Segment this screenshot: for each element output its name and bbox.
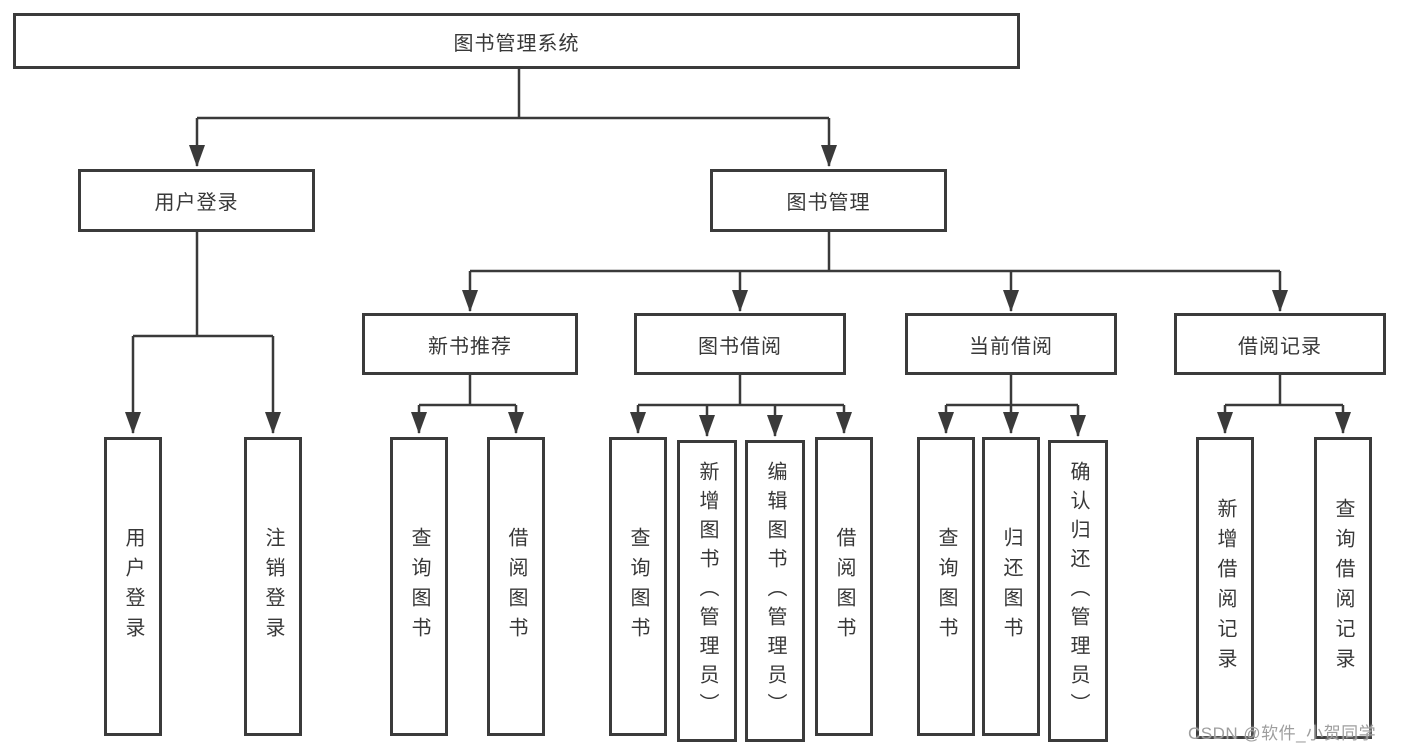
connector-user-login-group <box>125 232 281 434</box>
connector-root-to-level2 <box>189 69 837 167</box>
node-new-book-recommend-label: 新书推荐 <box>428 335 512 358</box>
leaf-borrow-book-recommend-label: 借阅图书 <box>505 526 527 647</box>
leaf-query-book-recommend: 查询图书 <box>390 437 448 736</box>
node-root: 图书管理系统 <box>13 13 1020 69</box>
connector-book-borrow-group <box>630 375 852 437</box>
leaf-return-book-label: 归还图书 <box>1000 526 1022 647</box>
node-current-borrow: 当前借阅 <box>905 313 1117 375</box>
leaf-confirm-return-admin: 确认归还（管理员） <box>1048 440 1108 742</box>
node-user-login-label: 用户登录 <box>154 192 239 214</box>
node-root-label: 图书管理系统 <box>453 32 580 55</box>
connector-new-book-recommend-group <box>411 375 524 434</box>
leaf-query-book-borrow-label: 查询图书 <box>627 526 649 647</box>
node-borrow-records-label: 借阅记录 <box>1238 335 1322 358</box>
node-current-borrow-label: 当前借阅 <box>969 335 1053 358</box>
leaf-user-login: 用户登录 <box>104 437 162 736</box>
connector-borrow-records-group <box>1217 375 1351 434</box>
leaf-query-book-recommend-label: 查询图书 <box>408 526 430 647</box>
leaf-query-book-current: 查询图书 <box>917 437 975 736</box>
connector-book-management-group <box>462 232 1288 312</box>
leaf-confirm-return-admin-label: 确认归还（管理员） <box>1067 460 1089 722</box>
node-borrow-records: 借阅记录 <box>1174 313 1386 375</box>
connector-current-borrow-group <box>938 375 1086 437</box>
leaf-query-book-current-label: 查询图书 <box>935 526 957 647</box>
leaf-user-login-label: 用户登录 <box>122 526 144 647</box>
node-book-borrow-label: 图书借阅 <box>698 335 782 358</box>
leaf-return-book: 归还图书 <box>982 437 1040 736</box>
node-book-management-label: 图书管理 <box>786 192 871 214</box>
node-new-book-recommend: 新书推荐 <box>362 313 578 375</box>
node-user-login: 用户登录 <box>78 169 315 232</box>
leaf-query-borrow-record: 查询借阅记录 <box>1314 437 1372 739</box>
leaf-borrow-book: 借阅图书 <box>815 437 873 736</box>
leaf-add-borrow-record: 新增借阅记录 <box>1196 437 1254 739</box>
leaf-query-borrow-record-label: 查询借阅记录 <box>1332 498 1354 678</box>
leaf-borrow-book-label: 借阅图书 <box>833 526 855 647</box>
leaf-logout-label: 注销登录 <box>262 526 284 647</box>
leaf-add-book-admin-label: 新增图书（管理员） <box>696 460 718 722</box>
leaf-logout: 注销登录 <box>244 437 302 736</box>
watermark: CSDN @软件_小贺同学 <box>1188 724 1377 743</box>
leaf-edit-book-admin-label: 编辑图书（管理员） <box>764 460 786 722</box>
node-book-management: 图书管理 <box>710 169 947 232</box>
leaf-edit-book-admin: 编辑图书（管理员） <box>745 440 805 742</box>
leaf-add-borrow-record-label: 新增借阅记录 <box>1214 498 1236 678</box>
node-book-borrow: 图书借阅 <box>634 313 846 375</box>
leaf-borrow-book-recommend: 借阅图书 <box>487 437 545 736</box>
leaf-add-book-admin: 新增图书（管理员） <box>677 440 737 742</box>
leaf-query-book-borrow: 查询图书 <box>609 437 667 736</box>
